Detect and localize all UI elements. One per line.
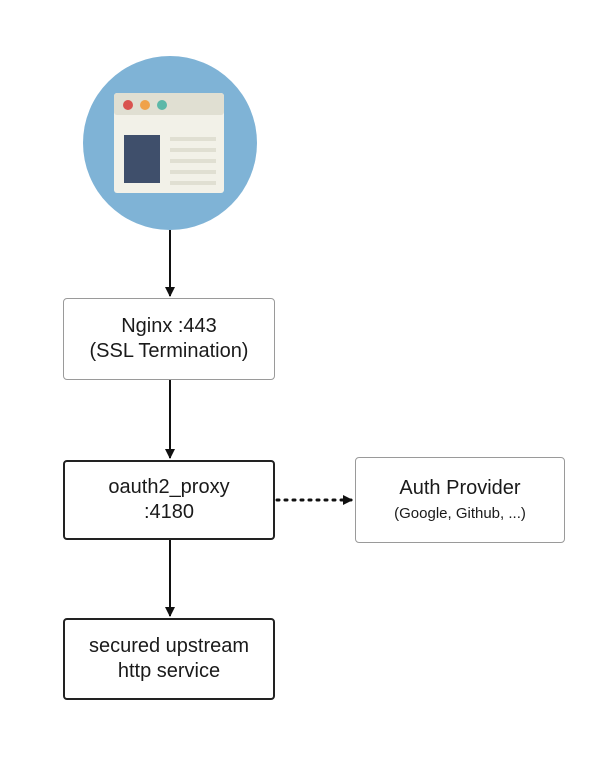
node-oauth2-proxy: oauth2_proxy :4180: [63, 460, 275, 540]
node-nginx: Nginx :443 (SSL Termination): [63, 298, 275, 380]
node-oauth2-proxy-title: oauth2_proxy: [108, 476, 230, 498]
browser-icon-line: [170, 137, 216, 141]
browser-window-icon: [83, 56, 257, 230]
browser-icon-dot-teal: [157, 100, 167, 110]
node-secured-upstream: secured upstream http service: [63, 618, 275, 700]
browser-icon-line: [170, 148, 216, 152]
node-oauth2-proxy-port: :4180: [143, 501, 195, 523]
browser-icon-line: [170, 170, 216, 174]
node-nginx-title: Nginx :443: [121, 315, 217, 337]
browser-icon-line: [170, 181, 216, 185]
node-auth-provider-subtitle: (Google, Github, ...): [394, 505, 526, 523]
browser-icon-sidebar: [124, 135, 160, 183]
browser-icon-dot-red: [123, 100, 133, 110]
browser-icon-line: [170, 159, 216, 163]
node-nginx-subtitle: (SSL Termination): [89, 340, 249, 362]
node-secured-upstream-subtitle: http service: [117, 660, 221, 682]
node-secured-upstream-title: secured upstream: [88, 635, 250, 657]
browser-icon-titlebar: [114, 93, 224, 115]
node-auth-provider: Auth Provider (Google, Github, ...): [355, 457, 565, 543]
node-auth-provider-title: Auth Provider: [399, 477, 521, 500]
browser-icon-dot-orange: [140, 100, 150, 110]
